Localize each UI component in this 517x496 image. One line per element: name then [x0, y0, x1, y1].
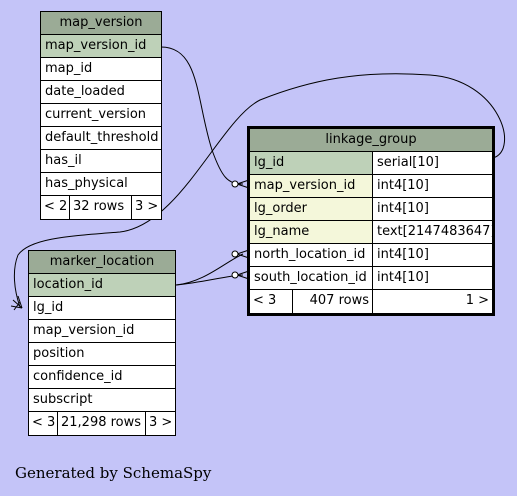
column-row: map_id: [41, 58, 161, 81]
column-row: lg_id: [29, 297, 175, 320]
row-count: 407 rows: [293, 290, 373, 313]
parents-link[interactable]: < 3: [250, 290, 293, 313]
table-footer: < 3 407 rows 1 >: [250, 290, 492, 313]
column-row: position: [29, 343, 175, 366]
table-header[interactable]: linkage_group: [250, 129, 492, 152]
column-row: has_physical: [41, 173, 161, 196]
edge-linkage-group-to-marker-location: [13, 73, 506, 308]
table-footer: < 2 32 rows 3 >: [41, 196, 161, 219]
column-row: lg_order int4[10]: [250, 198, 492, 221]
table-map-version[interactable]: map_version map_version_id map_id date_l…: [40, 11, 162, 220]
column-row: map_version_id: [41, 35, 161, 58]
column-row: date_loaded: [41, 81, 161, 104]
column-row: has_il: [41, 150, 161, 173]
table-header[interactable]: marker_location: [29, 251, 175, 274]
row-count: 21,298 rows: [58, 412, 146, 435]
generated-by-text: Generated by SchemaSpy: [15, 464, 212, 482]
parents-link[interactable]: < 3: [29, 412, 58, 435]
column-row: current_version: [41, 104, 161, 127]
column-row: north_location_id int4[10]: [250, 244, 492, 267]
column-row: map_version_id: [29, 320, 175, 343]
children-link[interactable]: 3 >: [149, 415, 173, 430]
column-row: subscript: [29, 389, 175, 412]
table-marker-location[interactable]: marker_location location_id lg_id map_ve…: [28, 250, 176, 436]
crowfoot-linkage-group-marker-location: [12, 299, 23, 309]
table-header[interactable]: map_version: [41, 12, 161, 35]
edge-map-version-to-linkage-group: [160, 46, 244, 185]
table-footer: < 3 21,298 rows 3 >: [29, 412, 175, 435]
column-row: south_location_id int4[10]: [250, 267, 492, 290]
row-count: 32 rows: [70, 196, 132, 219]
column-row: lg_name text[2147483647]: [250, 221, 492, 244]
children-link[interactable]: 1 >: [465, 293, 489, 308]
table-linkage-group[interactable]: linkage_group lg_id serial[10] map_versi…: [247, 126, 495, 316]
column-row: map_version_id int4[10]: [250, 175, 492, 198]
column-row: default_threshold: [41, 127, 161, 150]
children-link[interactable]: 3 >: [135, 199, 159, 214]
column-row: location_id: [29, 274, 175, 297]
parents-link[interactable]: < 2: [41, 196, 70, 219]
column-row: lg_id serial[10]: [250, 152, 492, 175]
column-row: confidence_id: [29, 366, 175, 389]
